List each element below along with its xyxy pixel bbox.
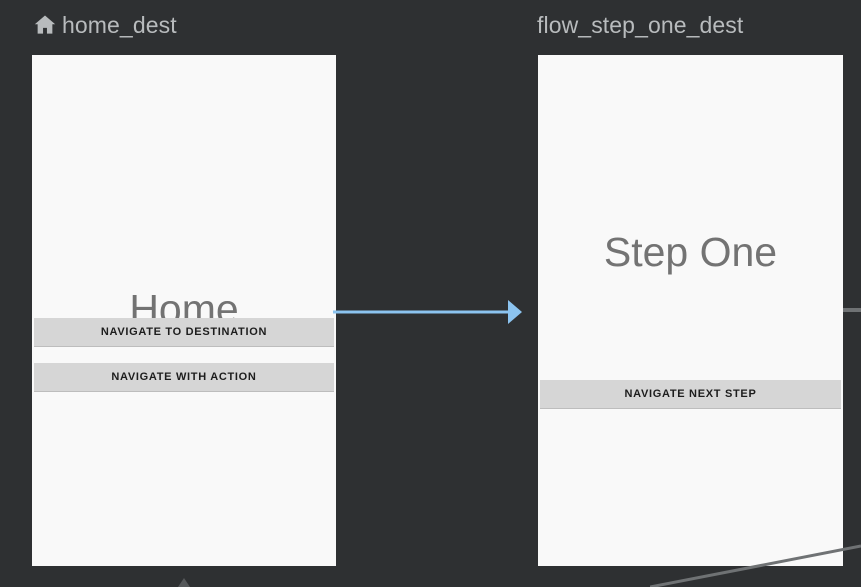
offscreen-connector-bottom-left-arrowhead: [178, 578, 190, 587]
navigate-with-action-button[interactable]: NAVIGATE WITH ACTION: [34, 363, 334, 392]
navigate-next-step-button[interactable]: NAVIGATE NEXT STEP: [540, 380, 841, 409]
destination-label-home_dest: home_dest: [62, 12, 177, 38]
home-icon: [32, 12, 58, 38]
preview-title-step-one: Step One: [603, 229, 778, 275]
destination-header-flow_step_one_dest[interactable]: flow_step_one_dest: [537, 11, 743, 39]
navigate-to-destination-button[interactable]: NAVIGATE TO DESTINATION: [34, 318, 334, 347]
destination-preview-flow_step_one_dest[interactable]: Step One NAVIGATE NEXT STEP: [538, 55, 843, 566]
destination-header-home_dest[interactable]: home_dest: [32, 11, 177, 39]
destination-preview-home_dest[interactable]: Home NAVIGATE TO DESTINATION NAVIGATE WI…: [32, 55, 336, 566]
action-arrow-home-to-step-one[interactable]: [330, 296, 530, 328]
destination-label-flow_step_one_dest: flow_step_one_dest: [537, 12, 744, 38]
offscreen-connector-right-edge: [843, 308, 861, 312]
